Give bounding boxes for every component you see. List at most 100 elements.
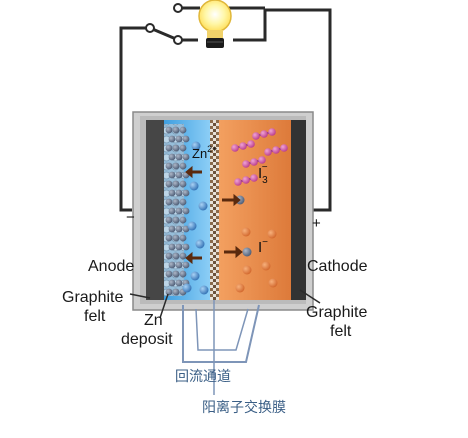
light-bulb-icon bbox=[198, 0, 232, 48]
return-channel-outline bbox=[182, 304, 260, 363]
zn-deposit-particle bbox=[165, 216, 173, 224]
anode-label: Anode bbox=[88, 258, 135, 275]
zn-deposit-particle bbox=[175, 243, 183, 251]
zn-deposit-particle bbox=[165, 252, 173, 260]
zn-deposit-particle bbox=[165, 198, 173, 206]
triiodide-atom bbox=[280, 144, 288, 152]
positive-terminal-sign: + bbox=[312, 215, 321, 232]
zn-deposit-particle bbox=[175, 153, 183, 161]
zn-ion-label: Zn2+ bbox=[192, 144, 217, 161]
triiodide-atom bbox=[264, 148, 272, 156]
triiodide-atom bbox=[272, 146, 280, 154]
leader-graphite-right bbox=[299, 289, 321, 304]
zn-deposit-particle bbox=[182, 189, 190, 197]
cathode-label: Cathode bbox=[307, 258, 368, 275]
zn-deposit-particle bbox=[172, 288, 180, 296]
zn-deposit-particle bbox=[172, 180, 180, 188]
iodide-ions bbox=[235, 195, 278, 293]
zn-deposit-particle bbox=[175, 189, 183, 197]
zn-deposit-particle bbox=[175, 207, 183, 215]
triiodide-molecules bbox=[231, 128, 288, 186]
iodide-label: I− bbox=[258, 237, 268, 256]
zn-deposit-particle bbox=[179, 144, 187, 152]
triiodide-atom bbox=[260, 130, 268, 138]
triiodide-atom bbox=[231, 144, 239, 152]
zn-deposit-particle bbox=[168, 279, 176, 287]
zinc-ion bbox=[189, 181, 199, 191]
leader-graphite-left bbox=[129, 293, 151, 299]
triiodide-atom bbox=[268, 128, 276, 136]
zn-deposit-particle bbox=[172, 198, 180, 206]
zn-deposit-particle bbox=[165, 144, 173, 152]
ion-labels: Zn2+ I3− I− bbox=[192, 144, 268, 256]
triiodide-atom bbox=[250, 174, 258, 182]
zn-deposit-particle bbox=[168, 189, 176, 197]
zn-deposit-particle bbox=[172, 270, 180, 278]
zn-deposit-particle bbox=[179, 180, 187, 188]
switch-icon bbox=[145, 3, 200, 45]
zinc-ion bbox=[182, 283, 192, 293]
triiodide-atom bbox=[242, 160, 250, 168]
zn-deposit-particle bbox=[179, 126, 187, 134]
zn-deposit-particle bbox=[172, 162, 180, 170]
zn-deposit-particle bbox=[182, 243, 190, 251]
zinc-ion bbox=[199, 285, 209, 295]
zn-deposit-particle bbox=[172, 216, 180, 224]
graphite-felt-right-line2: felt bbox=[330, 323, 352, 340]
return-channel bbox=[182, 304, 260, 363]
flow-channel-annotation: 回流通道 bbox=[175, 369, 231, 385]
arrowhead-zn-left-2 bbox=[185, 251, 193, 265]
leader-zn-deposit bbox=[159, 293, 169, 319]
zn-deposit-line1: Zn bbox=[144, 312, 163, 329]
triiodide-atom bbox=[242, 176, 250, 184]
zinc-ion bbox=[187, 221, 197, 231]
zn-deposit-particle bbox=[172, 252, 180, 260]
graphite-felt-right-line1: Graphite bbox=[306, 304, 368, 321]
catholyte-chamber bbox=[219, 120, 291, 300]
graphite-felt-cathode bbox=[291, 120, 306, 300]
zinc-ion bbox=[190, 271, 200, 281]
zn-deposit-particle bbox=[172, 126, 180, 134]
zn-deposit-particle bbox=[179, 198, 187, 206]
triiodide-atom bbox=[258, 156, 266, 164]
zn-deposit-particle bbox=[168, 153, 176, 161]
zn-deposit-particle bbox=[165, 288, 173, 296]
iodide-ion bbox=[242, 265, 252, 275]
arrowhead-cathode-right bbox=[233, 193, 241, 207]
iodide-ion bbox=[267, 229, 277, 239]
iodide-ion bbox=[235, 283, 245, 293]
zn-deposit-particle bbox=[175, 171, 183, 179]
zn-deposit-particles bbox=[165, 126, 190, 296]
arrowhead-i-right bbox=[235, 245, 243, 259]
zn-deposit-particle bbox=[165, 234, 173, 242]
triiodide-atom bbox=[239, 142, 247, 150]
zn-deposit-line2: deposit bbox=[121, 331, 173, 348]
zn-deposit-particle bbox=[179, 270, 187, 278]
leader-lines bbox=[129, 289, 321, 395]
graphite-felt-left-line2: felt bbox=[84, 308, 106, 325]
zn-deposit-particle bbox=[165, 162, 173, 170]
zinc-ion bbox=[191, 141, 201, 151]
zn-deposit-particle bbox=[179, 234, 187, 242]
zn-deposit-particle bbox=[168, 171, 176, 179]
graphite-felt-anode bbox=[146, 120, 164, 300]
zn-deposit-particle bbox=[175, 225, 183, 233]
zn-deposit-particle bbox=[168, 243, 176, 251]
triiodide-label: I3− bbox=[258, 162, 268, 186]
membrane bbox=[210, 120, 219, 300]
negative-terminal-sign: − bbox=[126, 209, 135, 226]
zinc-ions bbox=[182, 141, 209, 295]
triiodide-atom bbox=[247, 140, 255, 148]
zinc-ion bbox=[195, 239, 205, 249]
triiodide-atom bbox=[252, 132, 260, 140]
zinc-ion bbox=[198, 201, 208, 211]
zn-deposit-particle bbox=[182, 261, 190, 269]
zn-deposit-particle bbox=[182, 153, 190, 161]
wire-right bbox=[233, 8, 332, 212]
arrowhead-zn-left-1 bbox=[185, 165, 193, 179]
iodide-ion bbox=[241, 227, 251, 237]
membrane-annotation: 阳离子交换膜 bbox=[202, 400, 286, 416]
zn-deposit-particle bbox=[168, 135, 176, 143]
iodide-ion bbox=[261, 261, 271, 271]
